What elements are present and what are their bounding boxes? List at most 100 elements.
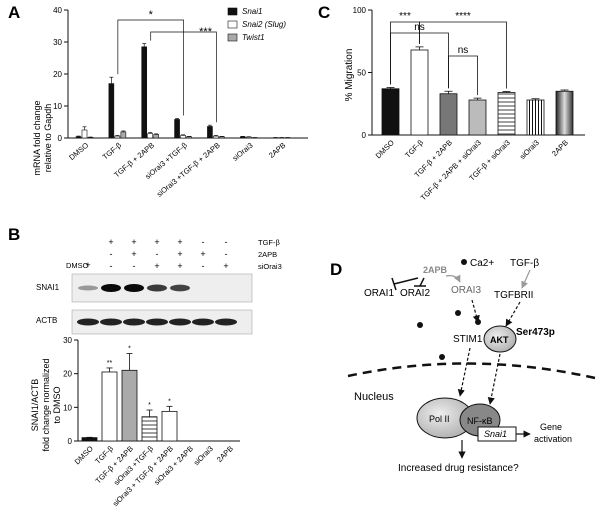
panel-b-ylabel-1: SNAI1/ACTB (30, 379, 40, 432)
blot-sign: - (225, 249, 228, 259)
panel-b-category-label: siOrai3 (192, 444, 215, 467)
label-tgf: TGF-β (510, 258, 539, 269)
blot-sign: - (110, 261, 113, 271)
blot-snai1-band (78, 285, 98, 291)
panel-c-significance-bracket (448, 55, 478, 96)
blot-sign: + (223, 261, 228, 271)
label-activation: activation (534, 434, 572, 444)
panel-b-y-tick-label: 30 (63, 336, 72, 345)
blot-sign: + (200, 249, 205, 259)
panel-a-bar (213, 135, 219, 139)
panel-a-bar (114, 135, 121, 139)
panel-a-bar (180, 135, 186, 139)
blot-sign: + (177, 249, 182, 259)
blot-actb-band (77, 318, 99, 326)
blot-actb-band (100, 318, 122, 326)
panel-a-significance-label: * (149, 9, 154, 21)
panel-b-significance-mark: * (128, 345, 131, 352)
panel-b-bar (81, 437, 98, 442)
blot-actb-band (146, 318, 168, 326)
panel-b-bar (141, 416, 158, 442)
panel-a-bar (186, 136, 192, 139)
panel-c-category-label: TGF-β (403, 138, 425, 160)
label-orai1: ORAI1 (364, 288, 394, 299)
panel-a-legend-swatch (227, 7, 238, 16)
panel-d-diagram: ORAI1 ORAI2 ORAI3 2APB Ca2+ TGF-β TGFBRI… (347, 258, 596, 474)
panel-a-y-tick-label: 20 (53, 70, 62, 79)
panel-a-y-tick-label: 40 (53, 6, 62, 15)
panel-a-y-tick-label: 0 (58, 134, 63, 143)
panel-a-category-label: DMSO (67, 141, 90, 162)
blot-snai1-band (147, 284, 167, 292)
label-akt: AKT (490, 335, 509, 345)
label-stim1: STIM1 (453, 334, 483, 345)
panel-a-bar (239, 136, 246, 139)
blot-dmso-label: DMSO (66, 261, 89, 270)
blot-sign: - (156, 249, 159, 259)
panel-a-ylabel-2: relative to Gapdh (43, 104, 53, 173)
blot-sign: - (225, 237, 228, 247)
panel-b-y-tick-label: 10 (63, 403, 72, 412)
panel-a-significance-label: *** (199, 26, 213, 38)
arrow-orai3-stim1 (471, 299, 480, 323)
panel-a-y-tick-label: 10 (53, 102, 62, 111)
label-snai1-gene: Snai1 (484, 429, 507, 439)
panel-a-bar (153, 134, 160, 139)
panel-a-significance-bracket (117, 19, 184, 116)
panel-c-significance-bracket (419, 21, 507, 89)
blot-sign: + (108, 237, 113, 247)
panel-c-bar (468, 99, 487, 136)
blot-sign: - (133, 261, 136, 271)
panel-b-significance-mark: ** (107, 360, 113, 367)
blot-snai1-band (124, 284, 144, 292)
label-gene: Gene (540, 422, 562, 432)
panel-a-bar (141, 46, 148, 139)
blot-band-label-snai1: SNAI1 (36, 283, 60, 292)
panel-a-legend-swatch (227, 20, 238, 29)
label-tgfbrii: TGFBRII (494, 290, 533, 301)
panel-a-bar (219, 136, 225, 139)
arrow-tgfbrii-akt (505, 301, 521, 327)
blot-sign: - (202, 237, 205, 247)
panel-c-ylabel: % Migration (344, 49, 355, 102)
panel-c-bar (439, 93, 458, 136)
inhibit-line-orai2 (419, 277, 425, 287)
panel-a-bar (75, 136, 82, 139)
panel-a-bar (147, 133, 154, 139)
panel-a-category-label: siOrai3 +TGF-β + 2APB (155, 141, 222, 199)
blot-row-label-2apb: 2APB (258, 250, 277, 259)
blot-actb-band (192, 318, 214, 326)
blot-row-label-tgf: TGF-β (258, 238, 280, 247)
panel-b-y-tick-label: 20 (63, 370, 72, 379)
panel-c-significance-label: *** (399, 11, 411, 22)
panel-c-bar (497, 92, 516, 136)
blot-actb-band (169, 318, 191, 326)
calcium-dot (417, 322, 423, 328)
arrow-tgf-receptor (521, 269, 531, 289)
panel-c-bar (410, 49, 429, 136)
blot-sign: + (131, 249, 136, 259)
panel-a-bar (207, 126, 213, 139)
panel-a-bar (245, 136, 252, 139)
panel-a-legend-label: Snai1 (242, 7, 262, 16)
label-2apb: 2APB (423, 265, 448, 275)
inhibit-bar-orai1 (391, 277, 397, 291)
panel-a-chart: mRNA fold change relative to Gapdh 01020… (32, 6, 308, 199)
panel-c-bar (526, 99, 545, 136)
blot-sign: + (154, 261, 159, 271)
blot-snai1-band (101, 284, 121, 292)
panel-a-y-tick-label: 30 (53, 38, 62, 47)
panel-c-y-tick-label: 50 (357, 69, 366, 78)
arrow-2apb-orai3 (445, 274, 461, 283)
panel-b-bar (121, 369, 138, 442)
panel-b-bar (161, 410, 178, 442)
arrow-akt-nfkb (487, 353, 501, 405)
blot-sign: + (85, 260, 90, 270)
blot-sign: + (177, 261, 182, 271)
panel-a-bar (120, 131, 127, 139)
blot-actb-band (215, 318, 237, 326)
label-ca: Ca2+ (470, 258, 494, 269)
label-ser473p: Ser473p (516, 327, 555, 338)
